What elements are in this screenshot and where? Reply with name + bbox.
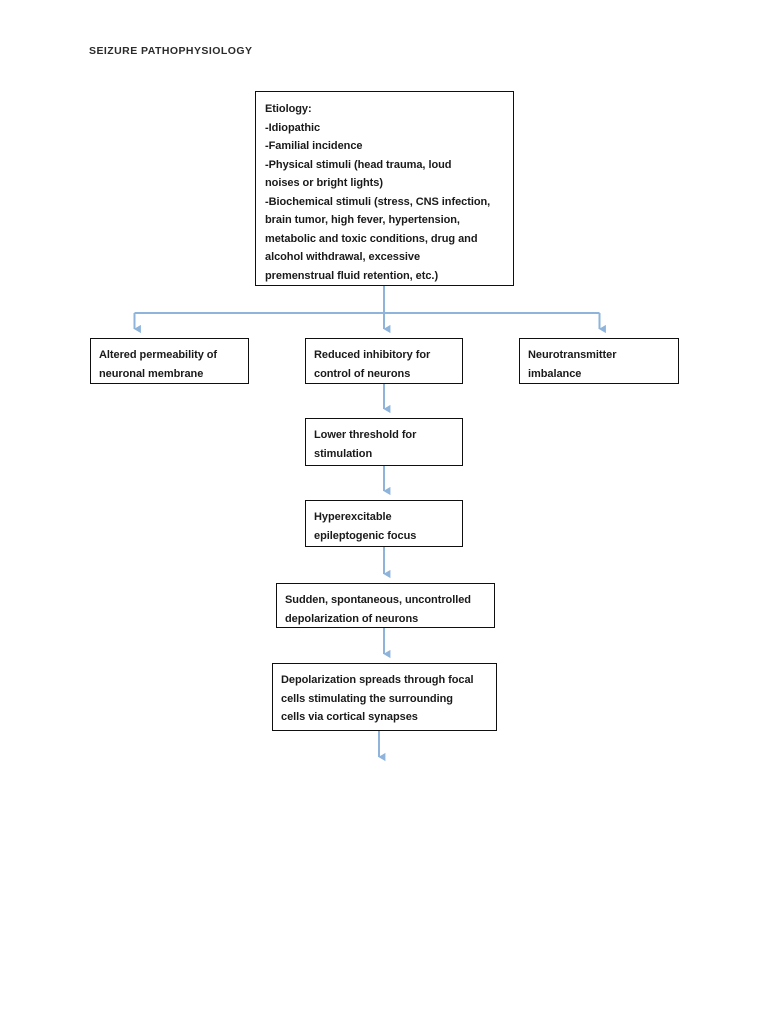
node-lower-threshold-line-1: Lower threshold for xyxy=(314,429,417,441)
node-hyperexcitable-focus: Hyperexcitable epileptogenic focus xyxy=(305,500,463,547)
node-lower-threshold: Lower threshold for stimulation xyxy=(305,418,463,466)
node-reduced-inhibitory: Reduced inhibitory for control of neuron… xyxy=(305,338,463,384)
node-altered-permeability-line-2: neuronal membrane xyxy=(99,367,204,380)
node-reduced-inhibitory-line-2: control of neurons xyxy=(314,367,411,380)
node-neurotransmitter-imbalance: Neurotransmitter imbalance xyxy=(519,338,679,384)
node-etiology-line-6: -Biochemical stimuli (stress, CNS infect… xyxy=(265,195,491,208)
node-sudden-depolarization-line-2: depolarization of neurons xyxy=(285,612,419,625)
page-title: SEIZURE PATHOPHYSIOLOGY xyxy=(89,45,253,57)
node-depolarization-spreads-line-3: cells via cortical synapses xyxy=(281,711,418,723)
node-etiology-line-5: noises or bright lights) xyxy=(265,177,383,189)
node-depolarization-spreads: Depolarization spreads through focal cel… xyxy=(272,663,497,731)
node-lower-threshold-line-2: stimulation xyxy=(314,447,373,460)
node-etiology-line-2: -Idiopathic xyxy=(265,121,321,134)
node-reduced-inhibitory-line-1: Reduced inhibitory for xyxy=(314,349,431,361)
node-altered-permeability-line-1: Altered permeability of xyxy=(99,349,218,361)
node-etiology-line-7: brain tumor, high fever, hypertension, xyxy=(265,214,460,226)
node-etiology-line-1: Etiology: xyxy=(265,103,312,115)
node-etiology-line-4: -Physical stimuli (head trauma, loud xyxy=(265,158,452,171)
node-hyperexcitable-focus-line-1: Hyperexcitable xyxy=(314,511,392,523)
node-etiology-line-9: alcohol withdrawal, excessive xyxy=(265,251,421,263)
node-hyperexcitable-focus-line-2: epileptogenic focus xyxy=(314,529,417,542)
node-etiology-line-8: metabolic and toxic conditions, drug and xyxy=(265,232,478,245)
node-etiology-line-3: -Familial incidence xyxy=(265,140,363,152)
node-etiology-line-10: premenstrual fluid retention, etc.) xyxy=(265,269,439,282)
node-depolarization-spreads-line-2: cells stimulating the surrounding xyxy=(281,692,453,705)
node-depolarization-spreads-line-1: Depolarization spreads through focal xyxy=(281,674,474,686)
node-etiology: Etiology: -Idiopathic -Familial incidenc… xyxy=(255,91,514,286)
node-neurotransmitter-imbalance-line-1: Neurotransmitter xyxy=(528,349,617,361)
node-neurotransmitter-imbalance-line-2: imbalance xyxy=(528,367,582,380)
node-sudden-depolarization: Sudden, spontaneous, uncontrolled depola… xyxy=(276,583,495,628)
node-altered-permeability: Altered permeability of neuronal membran… xyxy=(90,338,249,384)
node-sudden-depolarization-line-1: Sudden, spontaneous, uncontrolled xyxy=(285,594,471,606)
